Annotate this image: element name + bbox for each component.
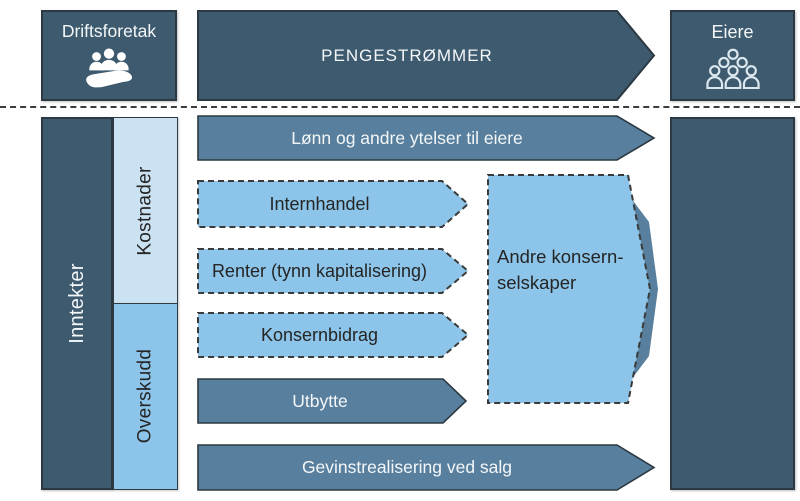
operating-company-label: Driftsforetak (61, 20, 157, 41)
owners-group-icon (703, 47, 763, 89)
owners-label: Eiere (711, 22, 754, 42)
owners-column (670, 117, 795, 490)
money-flows-arrow-shape (197, 10, 656, 101)
income-label: Inntekter (65, 263, 88, 344)
flow-interest-arrow-shape (197, 248, 470, 294)
hand-with-people-icon (80, 45, 138, 91)
flow-group-contribution-arrow-shape (197, 312, 470, 358)
profit-label: Overskudd (134, 348, 156, 444)
flow-dividend-arrow-shape (197, 378, 468, 424)
flow-gain-realisation-arrow-shape (197, 444, 656, 491)
owners-box: Eiere (670, 10, 795, 101)
costs-column: Kostnader (113, 117, 178, 304)
costs-label: Kostnader (134, 165, 156, 256)
related-companies-label-line2: selskaper (497, 272, 577, 293)
operating-company-box: Driftsforetak (41, 10, 177, 101)
separator-dashed-line (0, 106, 800, 108)
related-companies-label-line1: Andre konsern- (497, 246, 624, 267)
flow-intragroup-trade-arrow-shape (197, 180, 470, 228)
income-column: Inntekter (41, 117, 113, 490)
profit-column: Overskudd (113, 302, 178, 490)
related-companies-shape (487, 174, 658, 404)
flow-salary-arrow-shape (197, 115, 656, 161)
